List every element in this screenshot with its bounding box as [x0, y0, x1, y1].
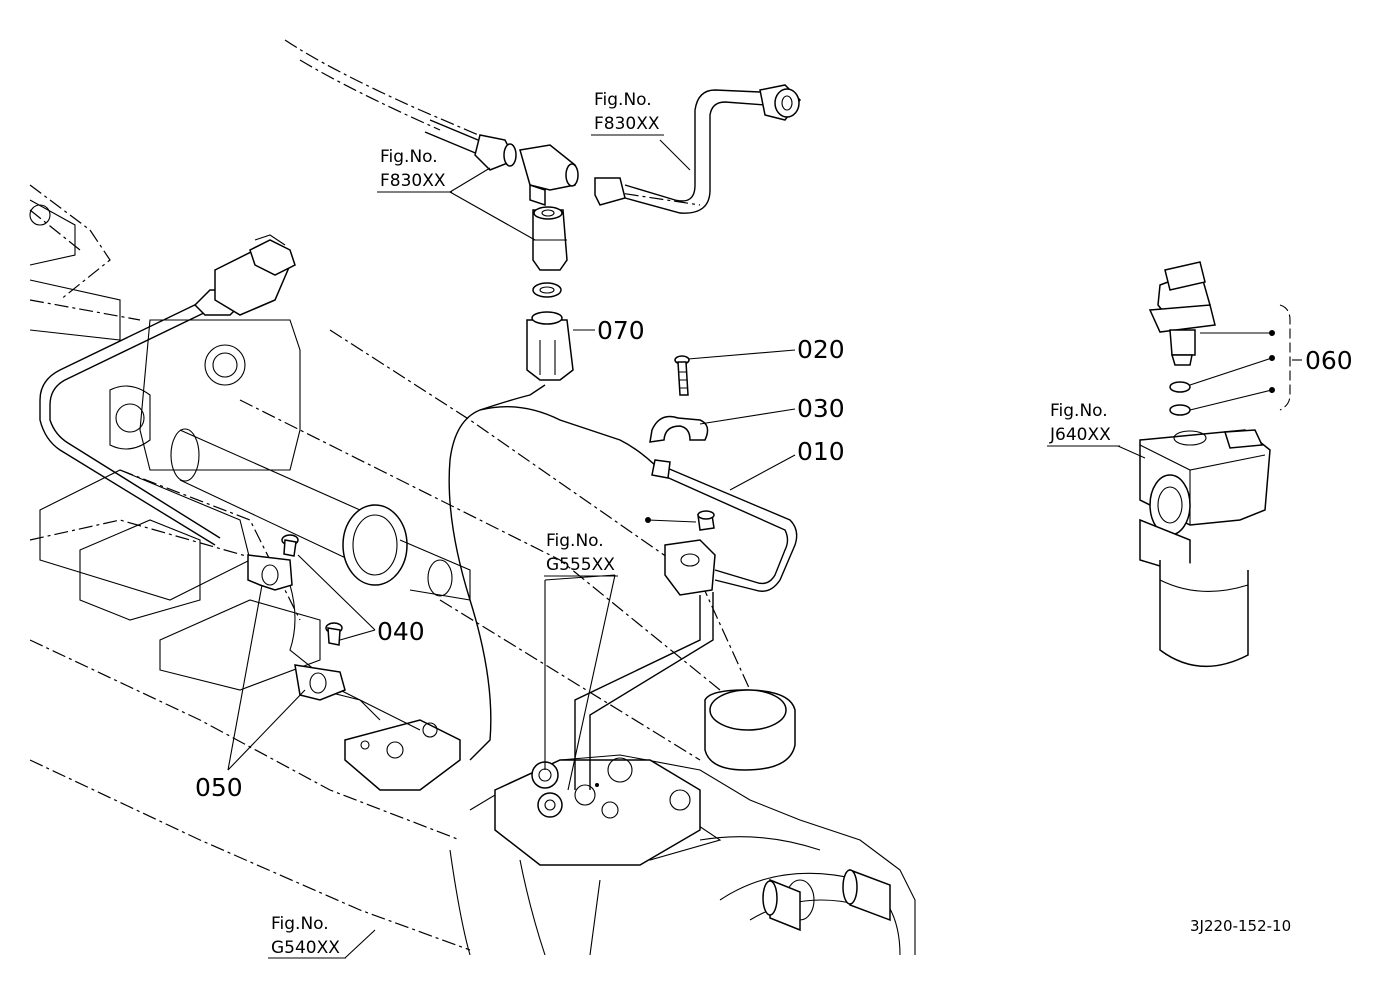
clamp-030 [649, 415, 709, 443]
label-020: 020 [797, 335, 845, 364]
fig-ref-code: F830XX [594, 114, 660, 134]
label-030: 030 [797, 394, 845, 423]
leader-dots [645, 330, 1275, 523]
wire-harness [39, 234, 296, 546]
sensor-wire [289, 384, 661, 761]
label-040: 040 [377, 617, 425, 646]
fig-ref-code: G555XX [546, 555, 615, 575]
leader-lines [227, 139, 1302, 959]
label-050: 050 [195, 773, 243, 802]
label-070: 070 [597, 316, 645, 345]
sensor-060 [1148, 261, 1216, 416]
machine-outline [29, 39, 751, 951]
dome-fitting [704, 689, 796, 771]
fig-ref-title: Fig.No. [380, 147, 438, 167]
shaft [170, 428, 471, 601]
fig-ref-title: Fig.No. [1050, 401, 1108, 421]
label-010: 010 [797, 437, 845, 466]
bolts-040 [281, 534, 343, 646]
mounting-bracket [319, 689, 461, 791]
fig-ref-code: J640XX [1049, 425, 1111, 445]
valve-plate [494, 757, 701, 866]
fig-ref-title: Fig.No. [594, 90, 652, 110]
fig-ref-title: Fig.No. [271, 914, 329, 934]
pipe-assembly [424, 84, 801, 214]
fig-ref-title: Fig.No. [546, 531, 604, 551]
pressure-switch-070 [526, 206, 574, 381]
bracket-060 [1279, 304, 1291, 411]
ref-underlines [268, 134, 1120, 959]
label-060: 060 [1305, 346, 1353, 375]
pipe-010 [574, 459, 798, 790]
drawing-code: 3J220-152-10 [1190, 917, 1291, 935]
bolt-020 [674, 355, 690, 396]
fig-ref-code: G540XX [271, 938, 340, 958]
clamps-050 [247, 554, 346, 701]
machine-body [29, 199, 321, 691]
filter-assembly [1139, 429, 1271, 667]
fig-ref-code: F830XX [380, 171, 446, 191]
